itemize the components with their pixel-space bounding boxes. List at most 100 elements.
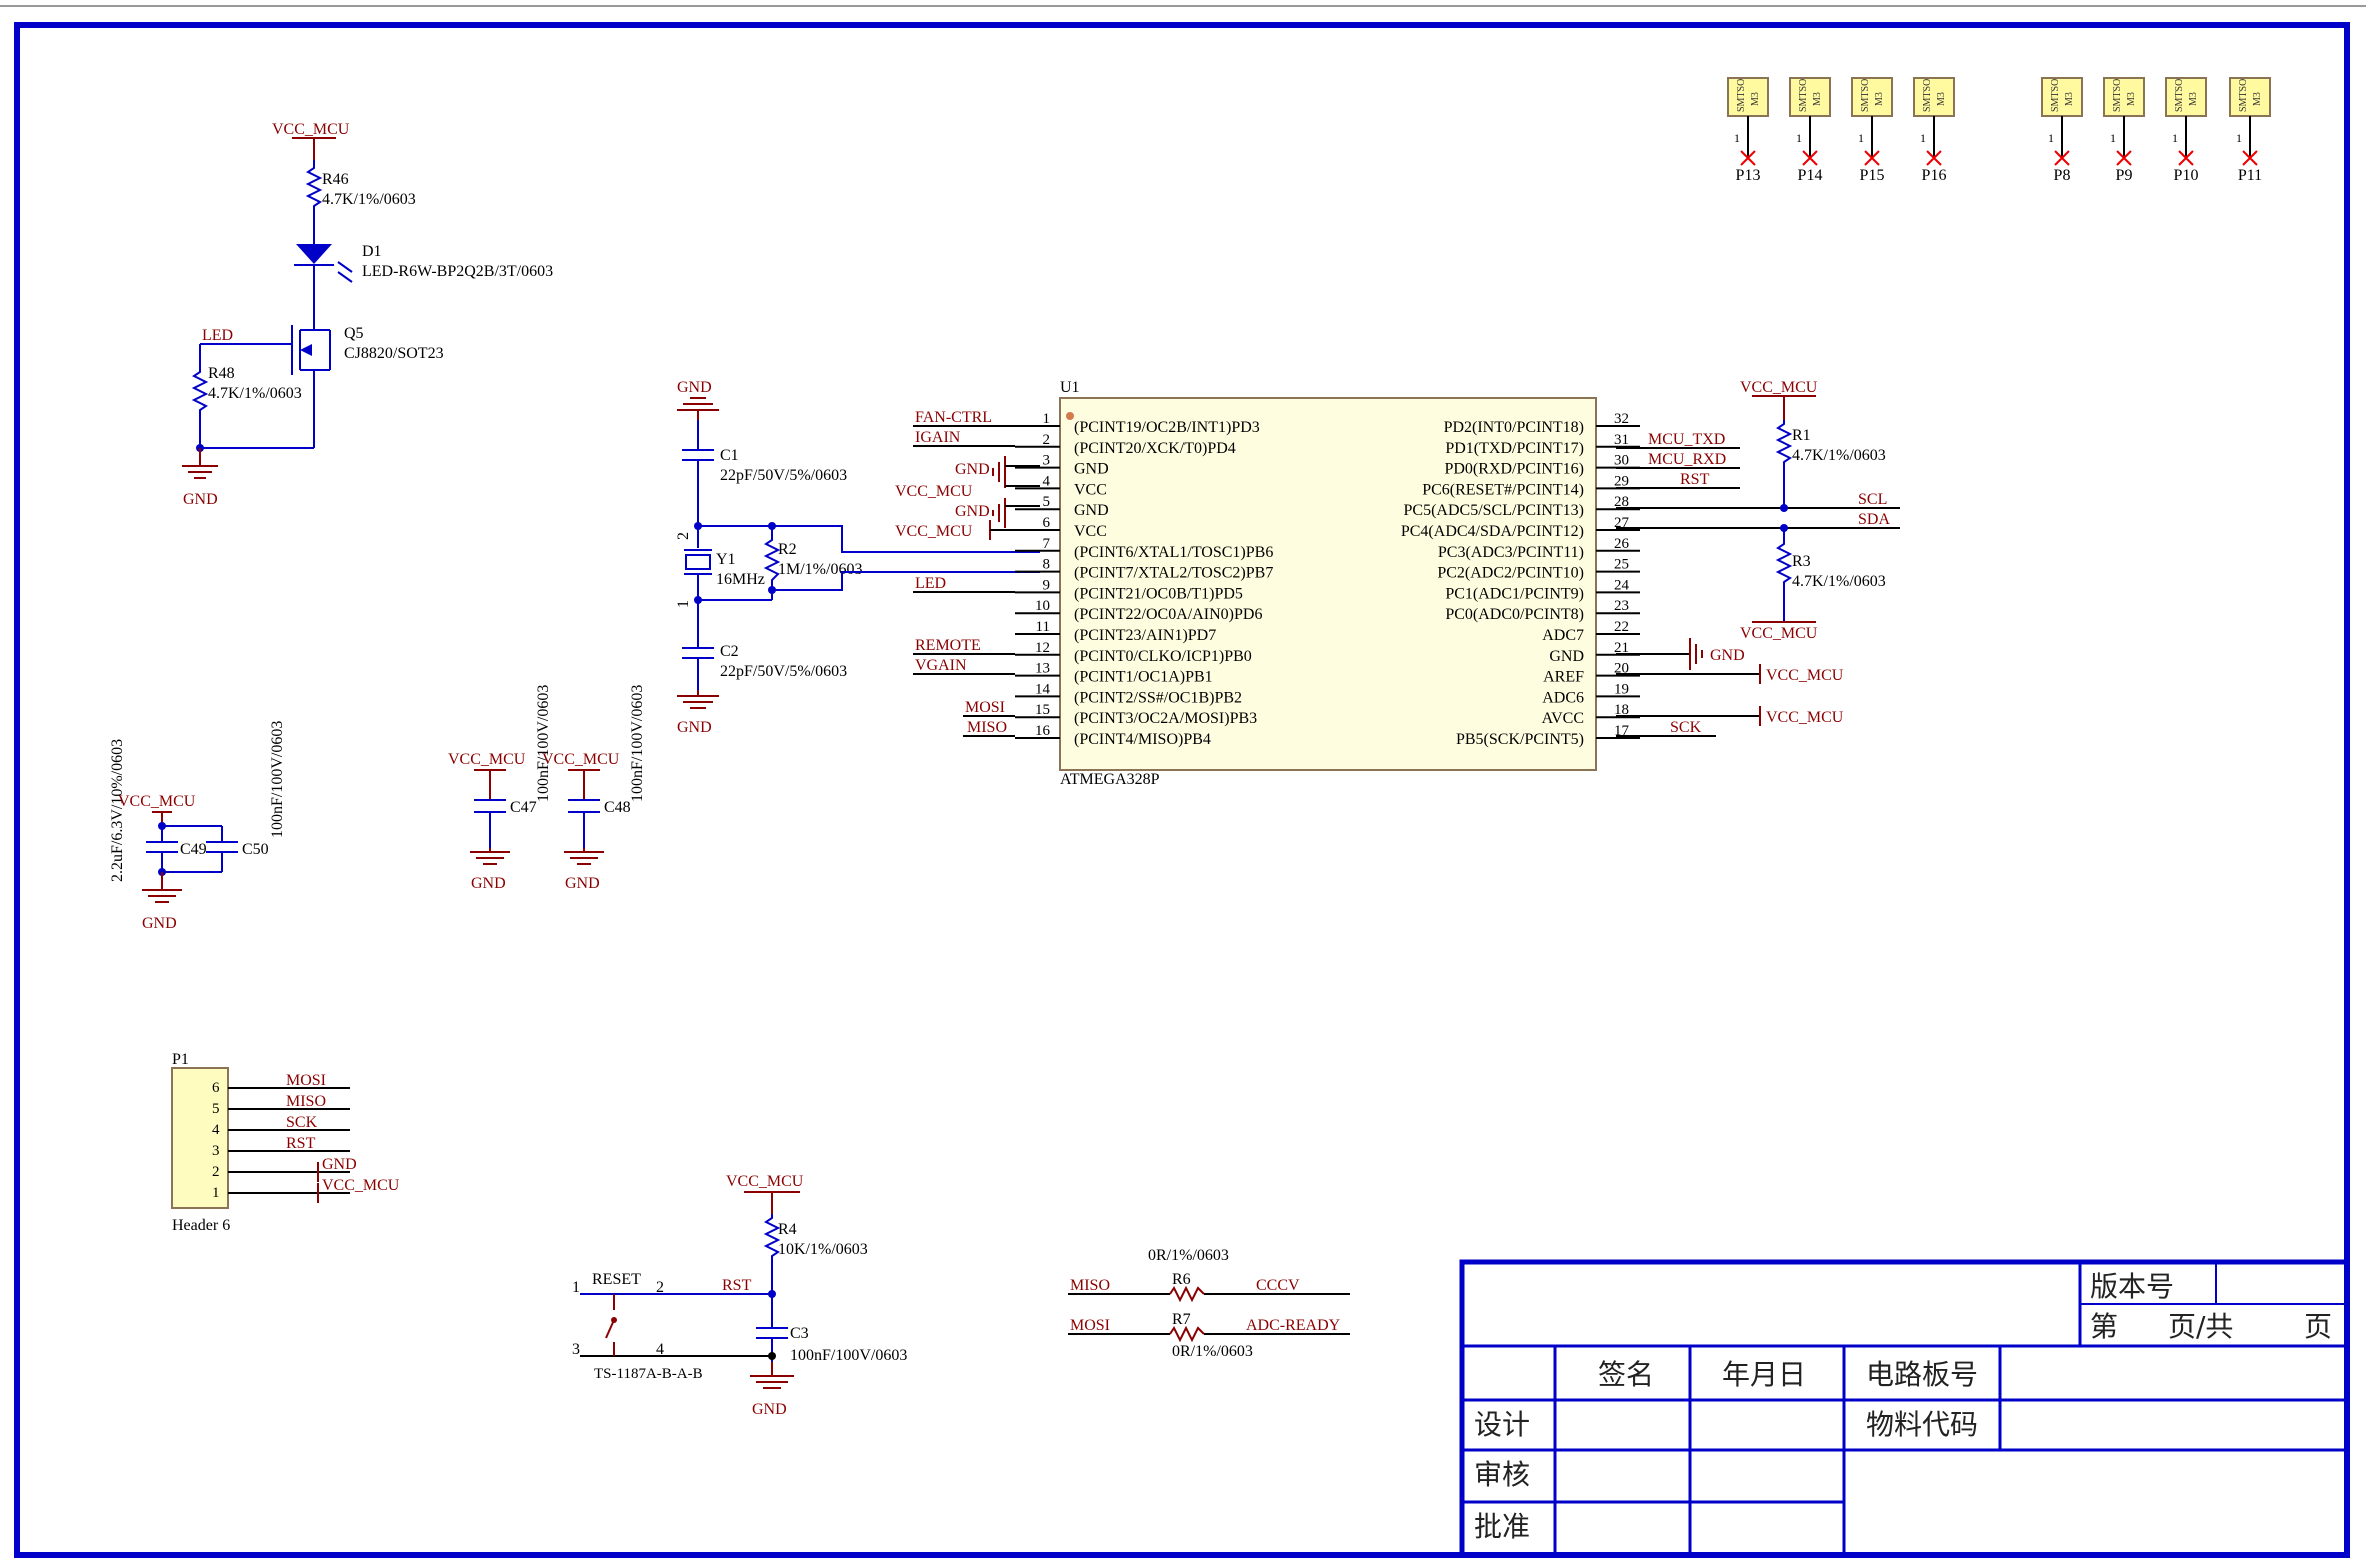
header-pin-number: 4: [212, 1122, 220, 1138]
y1-designator: Y1: [716, 551, 736, 568]
r4-designator: R4: [778, 1221, 797, 1238]
r46-designator: R46: [322, 171, 349, 188]
y1-crystal-symbol: [685, 554, 711, 570]
c2-value: 22pF/50V/5%/0603: [720, 663, 847, 680]
c47-designator: C47: [510, 799, 537, 816]
c3-value: 100nF/100V/0603: [790, 1347, 907, 1364]
page-end-label: 页: [2304, 1310, 2332, 1343]
y1-pin1: 1: [675, 600, 692, 608]
p1-value: Header 6: [172, 1217, 230, 1234]
mosi-label: MOSI: [965, 699, 1005, 716]
q5-value: CJ8820/SOT23: [344, 345, 444, 362]
sda-label: SDA: [1858, 511, 1890, 528]
r3-designator: R3: [1792, 553, 1811, 570]
board-no-label: 电路板号: [1866, 1358, 1978, 1391]
c50-designator: C50: [242, 841, 269, 858]
u1-pin-number: 25: [1614, 557, 1629, 573]
header-pin-number: 2: [212, 1164, 220, 1180]
hole-designator: P14: [1798, 167, 1823, 184]
u1-pin-name: PC5(ADC5/SCL/PCINT13): [1404, 502, 1584, 519]
r1-value: 4.7K/1%/0603: [1792, 447, 1886, 464]
u1-pin-number: 26: [1614, 536, 1630, 552]
u1-pin-number: 1: [1043, 411, 1051, 427]
cccv-label: CCCV: [1256, 1277, 1300, 1294]
igain-label: IGAIN: [915, 429, 961, 446]
u1-pin-name: (PCINT2/SS#/OC1B)PB2: [1074, 689, 1242, 706]
hole-designator: P16: [1922, 167, 1947, 184]
switch-pin4: 4: [656, 1341, 664, 1358]
u1-pin-number: 31: [1614, 432, 1629, 448]
u1-pin-name: GND: [1074, 461, 1109, 478]
c1-designator: C1: [720, 447, 739, 464]
hole-designator: P9: [2116, 167, 2133, 184]
u1-pin-number: 19: [1614, 681, 1629, 697]
u1-mcu: U1 ATMEGA328P 1(PCINT19/OC2B/INT1)PD32(P…: [1015, 379, 1640, 788]
hole-pin-label: 1: [2236, 131, 2242, 145]
hole-body-text: SMTSO: [2238, 79, 2249, 112]
approve-label: 批准: [1474, 1510, 1530, 1543]
d1-value: LED-R6W-BP2Q2B/3T/0603: [362, 263, 553, 280]
u1-right-pins: 32PD2(INT0/PCINT18)31PD1(TXD/PCINT17)30P…: [1401, 411, 1640, 748]
u1-pin-number: 12: [1035, 640, 1050, 656]
vcc-label-pin6: VCC_MCU: [895, 523, 973, 540]
u1-pin-name: VCC: [1074, 523, 1107, 540]
rst-label-reset: RST: [722, 1277, 752, 1294]
u1-pin-name: (PCINT4/MISO)PB4: [1074, 731, 1211, 748]
hole-pin-label: 1: [1734, 131, 1740, 145]
u1-pin-name: (PCINT1/OC1A)PB1: [1074, 669, 1213, 686]
page-of-label: 页/共: [2168, 1310, 2233, 1343]
hole-designator: P8: [2054, 167, 2071, 184]
u1-pin-number: 15: [1035, 702, 1050, 718]
miso-label-r6: MISO: [1070, 1277, 1110, 1294]
r3-value: 4.7K/1%/0603: [1792, 573, 1886, 590]
u1-pin-name: VCC: [1074, 481, 1107, 498]
vcc-label-r3: VCC_MCU: [1740, 625, 1818, 642]
hole-pin-label: 1: [2110, 131, 2116, 145]
hole-sub-text: M3: [1812, 92, 1823, 106]
y1-value: 16MHz: [716, 571, 765, 588]
vcc-label-reset: VCC_MCU: [726, 1173, 804, 1190]
r1-designator: R1: [1792, 427, 1811, 444]
hole-pin-label: 1: [2048, 131, 2054, 145]
header-pin-number: 1: [212, 1185, 220, 1201]
hole-sub-text: M3: [1750, 92, 1761, 106]
header-pin-number: 5: [212, 1101, 220, 1117]
gnd-label-c49: GND: [142, 915, 177, 932]
u1-pin-name: PC4(ADC4/SDA/PCINT12): [1401, 523, 1584, 540]
u1-pin-number: 13: [1035, 661, 1050, 677]
design-label: 设计: [1474, 1408, 1530, 1441]
c2-designator: C2: [720, 643, 739, 660]
u1-pin-number: 10: [1035, 598, 1050, 614]
vcc-label-pin4: VCC_MCU: [895, 483, 973, 500]
hole-designator: P15: [1860, 167, 1885, 184]
y1-pin2: 2: [675, 532, 692, 540]
u1-pin-name: (PCINT0/CLKO/ICP1)PB0: [1074, 648, 1252, 665]
mcu-rxd-label: MCU_RXD: [1648, 451, 1726, 468]
led-net-label: LED: [202, 327, 233, 344]
gnd-label-xtal-top: GND: [677, 379, 712, 396]
u1-pin-number: 16: [1035, 723, 1051, 739]
header-net-label: MOSI: [286, 1072, 326, 1089]
u1-pin-number: 7: [1043, 536, 1051, 552]
hole-sub-text: M3: [2064, 92, 2075, 106]
u1-pin-number: 18: [1614, 702, 1629, 718]
u1-pin-name: PC2(ADC2/PCINT10): [1437, 565, 1584, 582]
gnd-label-reset: GND: [752, 1401, 787, 1418]
fan-ctrl-label: FAN-CTRL: [915, 409, 992, 426]
hole-pin-label: 1: [1920, 131, 1926, 145]
u1-pin-number: 11: [1036, 619, 1050, 635]
hole-sub-text: M3: [1874, 92, 1885, 106]
r46-value: 4.7K/1%/0603: [322, 191, 416, 208]
version-label: 版本号: [2090, 1270, 2174, 1303]
c49-designator: C49: [180, 841, 207, 858]
header-pin-number: 3: [212, 1143, 220, 1159]
sign-label: 签名: [1598, 1358, 1654, 1391]
u1-pin-number: 30: [1614, 453, 1629, 469]
u1-pin-number: 6: [1043, 515, 1051, 531]
u1-pin-name: PC3(ADC3/PCINT11): [1438, 544, 1584, 561]
hole-sub-text: M3: [2126, 92, 2137, 106]
reset-switch-label: RESET: [592, 1271, 641, 1288]
